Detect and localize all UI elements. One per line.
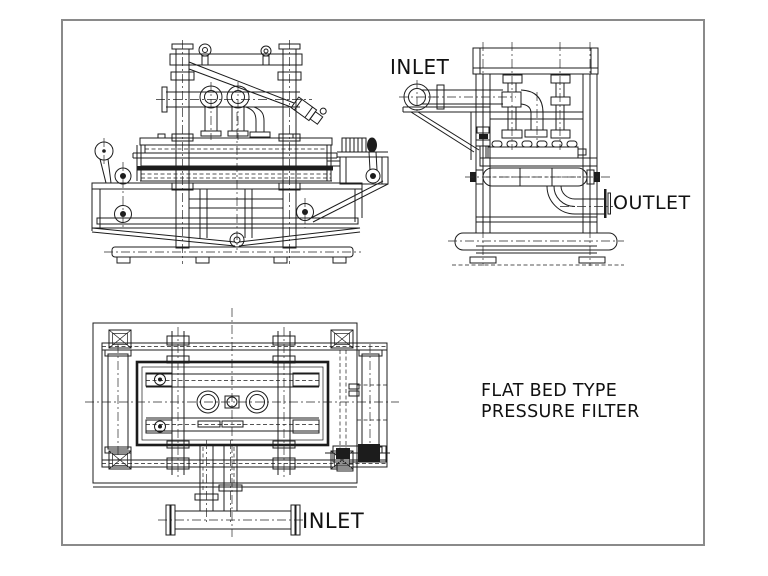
valve-fitting: [290, 96, 327, 125]
motor-drive: [310, 137, 389, 223]
corner-pads: [108, 329, 354, 470]
drive-gear-detail: [325, 383, 390, 472]
inlet-label-bottom: INLET: [302, 509, 365, 533]
plan-view: [85, 308, 399, 537]
inlet-label-top: INLET: [390, 55, 450, 79]
drawing-title: FLAT BED TYPE PRESSURE FILTER: [481, 381, 640, 423]
drawing-title-line1: FLAT BED TYPE: [481, 381, 618, 401]
side-elevation-view: [399, 42, 624, 266]
outlet-label: OUTLET: [613, 192, 691, 214]
front-elevation-view: [91, 40, 389, 264]
sheet-border: [61, 19, 705, 546]
drawing-title-line2: PRESSURE FILTER: [481, 402, 640, 422]
